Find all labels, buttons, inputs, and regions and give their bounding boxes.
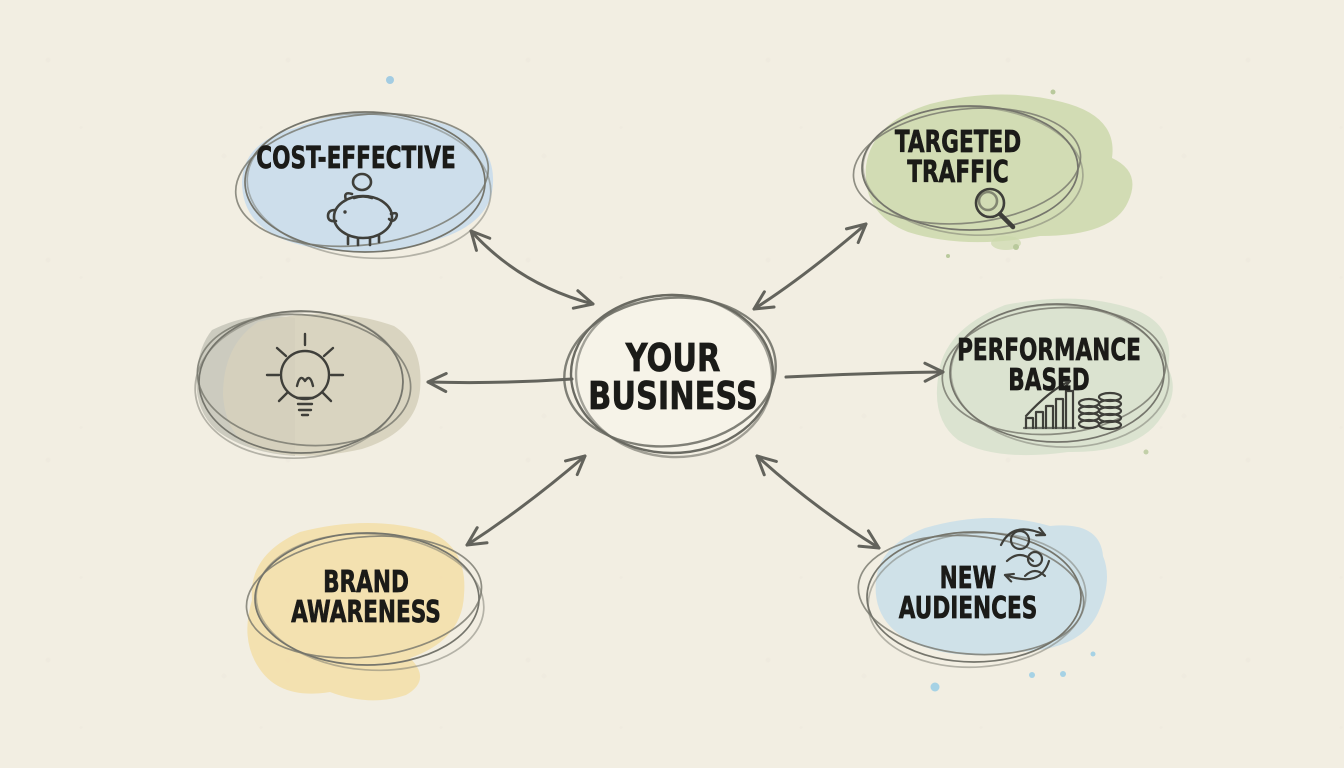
node-label-new-audiences: NEW AUDIENCES (898, 561, 1038, 626)
blob-brand-awareness (247, 523, 465, 701)
node-label-targeted-traffic: TARGETED TRAFFIC (894, 125, 1022, 190)
outline-new-audiences (857, 531, 1087, 669)
speck (386, 76, 394, 84)
speck (1013, 244, 1019, 250)
bubble-outlines (194, 105, 1170, 672)
blob-idea-tan (223, 313, 421, 456)
arrow-center-idea (426, 372, 574, 393)
arrow-center-new-audiences (755, 454, 881, 550)
center-node-label: YOUR BUSINESS (588, 336, 758, 418)
arrow-center-targeted-traffic (752, 222, 868, 311)
connector-arrows (426, 222, 945, 550)
outline-targeted-traffic (852, 105, 1084, 237)
piggy-bank-icon (326, 172, 399, 247)
speck (930, 682, 940, 692)
speck (1143, 449, 1149, 455)
arrow-center-performance-based (784, 361, 945, 383)
speck (1050, 89, 1056, 95)
speck (1090, 651, 1096, 657)
node-label-brand-awareness: BRAND AWARENESS (291, 565, 441, 630)
arrow-center-cost-effective (469, 229, 595, 310)
blob-performance-based (936, 298, 1173, 456)
arrow-center-brand-awareness (465, 454, 587, 547)
bar-chart-coins-icon (1022, 381, 1123, 431)
lightbulb-icon (265, 332, 345, 417)
center-node-circle (563, 293, 777, 459)
magnifying-glass-icon (974, 187, 1016, 230)
node-label-cost-effective: COST-EFFECTIVE (256, 141, 456, 176)
people-cycle-icon (999, 529, 1051, 579)
speck (946, 254, 950, 258)
outline-brand-awareness (245, 532, 485, 672)
blob-targeted-traffic (865, 94, 1133, 243)
outline-idea (194, 310, 412, 460)
blob-new-audiences (875, 517, 1107, 656)
speck (1029, 672, 1035, 678)
node-label-performance-based: PERFORMANCE BASED (957, 333, 1141, 398)
paint-specks (386, 76, 1149, 692)
watercolor-blobs (196, 94, 1173, 701)
speck (1060, 671, 1066, 677)
blob-cost-effective (242, 112, 494, 252)
